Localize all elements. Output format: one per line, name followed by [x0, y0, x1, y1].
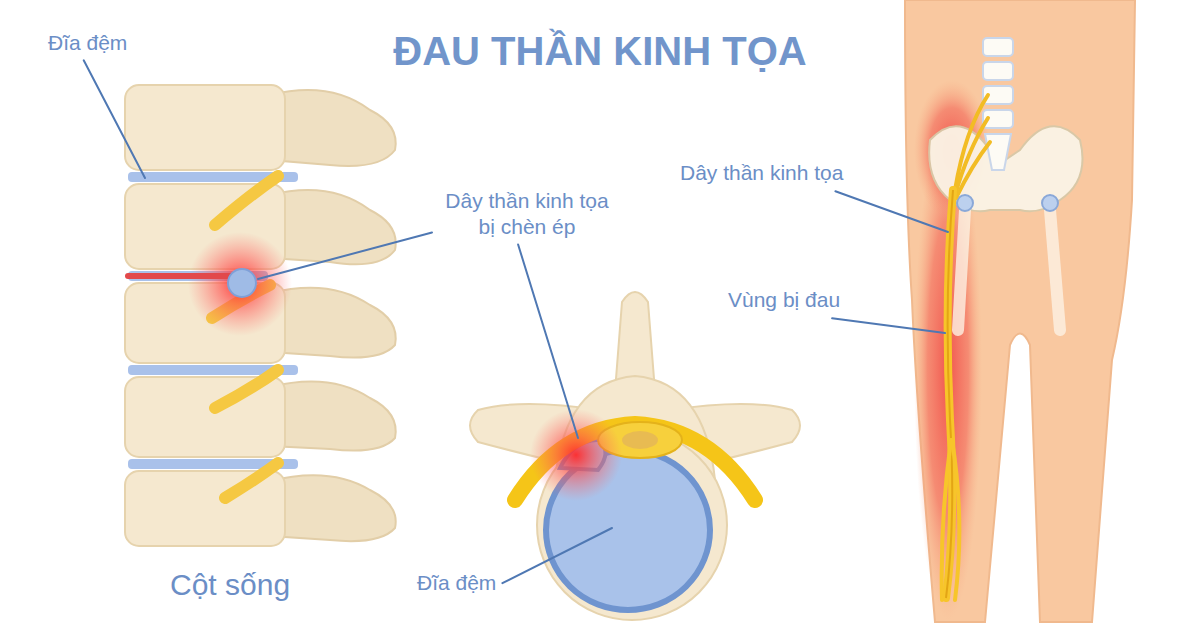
art-g — [955, 95, 990, 198]
art-line — [958, 210, 965, 330]
art-path — [946, 190, 953, 598]
art-rect — [125, 377, 285, 457]
callout-label: Vùng bị đau — [728, 287, 840, 313]
art-path — [270, 90, 396, 166]
spine-figure — [125, 85, 396, 546]
part-label: Dây thần kinh tọa — [680, 160, 843, 186]
art-g — [470, 292, 800, 620]
art-g — [212, 176, 278, 498]
art-path — [215, 370, 278, 408]
art-rect — [983, 62, 1013, 80]
art-rect — [983, 38, 1013, 56]
art-path — [942, 440, 951, 600]
art-path — [946, 190, 953, 598]
art-g — [128, 172, 298, 469]
art-path — [956, 142, 990, 198]
leader-line — [832, 318, 945, 333]
art-circle — [228, 269, 256, 297]
art-path — [270, 475, 396, 541]
art-line — [128, 273, 232, 279]
body-figure — [905, 0, 1135, 622]
callout-label: Dây thần kinh tọa bị chèn ép — [438, 188, 616, 241]
diagram-title: ĐAU THẦN KINH TỌA — [0, 26, 1200, 76]
vertebra-section — [470, 292, 800, 620]
leader-line — [835, 191, 948, 232]
leader-line — [258, 233, 432, 280]
leader-lines — [84, 60, 948, 583]
leader-line — [502, 528, 612, 583]
art-path — [225, 463, 278, 498]
art-g — [983, 38, 1013, 170]
art-g — [270, 90, 396, 541]
figure-caption-label: Cột sống — [170, 566, 290, 604]
art-circle — [1042, 195, 1058, 211]
art-path — [215, 176, 278, 225]
art-path — [985, 134, 1011, 170]
art-path — [955, 118, 988, 195]
art-circle — [188, 232, 292, 336]
art-ellipse — [622, 431, 658, 449]
leader-line — [84, 60, 145, 178]
art-rect — [125, 85, 285, 170]
part-label: Đĩa đệm — [48, 30, 127, 56]
art-line — [1050, 210, 1060, 330]
leader-line — [518, 245, 578, 439]
art-path — [270, 382, 396, 451]
art-path — [905, 0, 1135, 622]
art-path — [952, 440, 959, 600]
art-circle — [530, 409, 622, 501]
art-circle — [957, 195, 973, 211]
part-label: Đĩa đệm — [417, 570, 496, 596]
art-path — [270, 190, 396, 264]
